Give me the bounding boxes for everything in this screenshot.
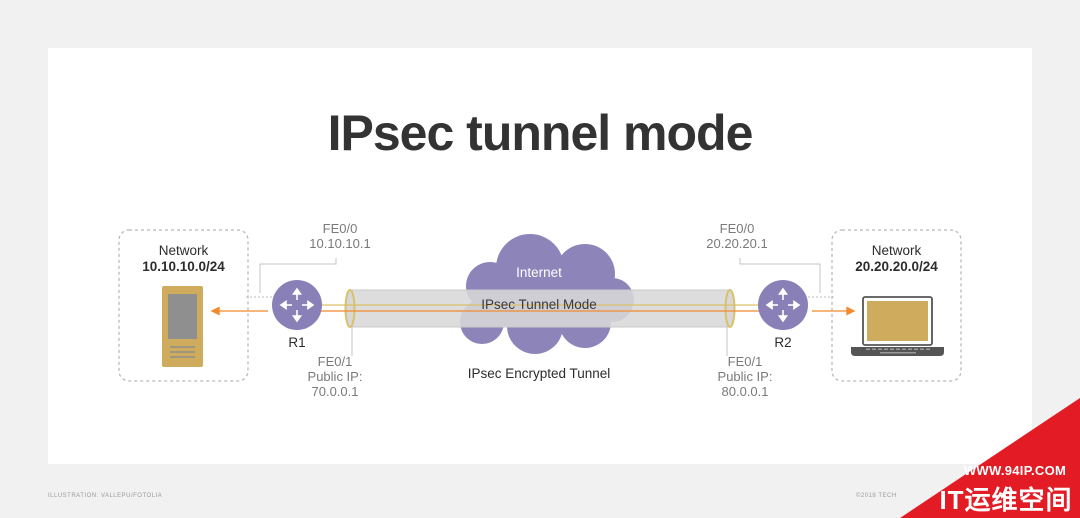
r2-fe00-name: FE0/0	[719, 221, 755, 236]
tunnel-label: IPsec Tunnel Mode	[481, 297, 597, 312]
r2-fe00-label: FE0/0 20.20.20.1	[687, 221, 787, 251]
right-network-box	[831, 229, 962, 382]
diagram-title: IPsec tunnel mode	[327, 105, 754, 161]
r2-fe01-label: FE0/1 Public IP: 80.0.0.1	[705, 354, 785, 399]
r1-name: R1	[288, 335, 306, 350]
router-r1	[272, 280, 322, 330]
r2-public-label: Public IP:	[717, 369, 773, 384]
r2-fe01-name: FE0/1	[727, 354, 763, 369]
credit-left: ILLUSTRATION: VALLEPU/FOTOLIA	[48, 493, 163, 499]
r1-fe00-ip: 10.10.10.1	[309, 236, 371, 251]
ipsec-tunnel	[320, 289, 770, 328]
r2-fe00-ip: 20.20.20.1	[706, 236, 768, 251]
r1-fe01-label: FE0/1 Public IP: 70.0.0.1	[295, 354, 375, 399]
right-network-title: Network	[871, 243, 922, 258]
right-network-address: 20.20.20.0/24	[855, 259, 938, 274]
left-network-address: 10.10.10.0/24	[142, 259, 225, 274]
encrypted-tunnel-label: IPsec Encrypted Tunnel	[467, 366, 611, 381]
r1-fe00-name: FE0/0	[322, 221, 358, 236]
r1-public-ip: 70.0.0.1	[311, 384, 359, 399]
left-network-title: Network	[158, 243, 209, 258]
internet-label: Internet	[516, 265, 562, 280]
left-network-label: Network 10.10.10.0/24	[119, 243, 248, 275]
r1-fe01-name: FE0/1	[317, 354, 353, 369]
credit-right: ©2018 TECH	[856, 493, 897, 499]
watermark-url: WWW.94IP.COM	[963, 463, 1067, 478]
server-icon	[162, 286, 203, 367]
watermark-name: IT运维空间	[939, 485, 1073, 515]
r2-public-ip: 80.0.0.1	[721, 384, 769, 399]
router-r2	[758, 280, 808, 330]
laptop-icon	[851, 296, 944, 356]
left-network-box	[118, 229, 249, 382]
r1-public-label: Public IP:	[307, 369, 363, 384]
orange-arrows	[210, 306, 856, 316]
r1-fe00-label: FE0/0 10.10.10.1	[290, 221, 390, 251]
r2-name: R2	[774, 335, 792, 350]
right-network-label: Network 20.20.20.0/24	[832, 243, 961, 275]
